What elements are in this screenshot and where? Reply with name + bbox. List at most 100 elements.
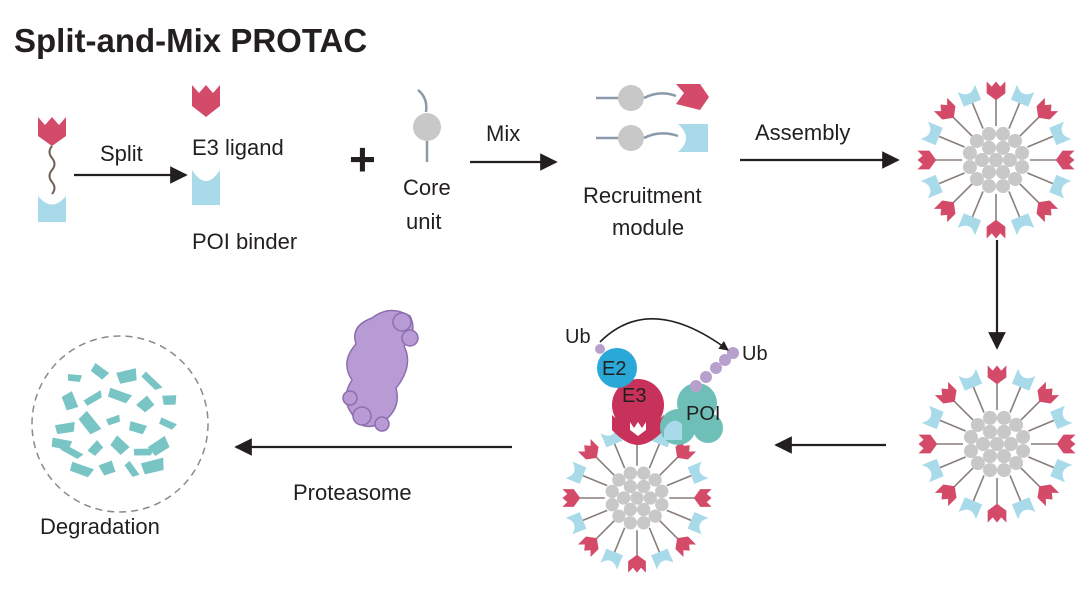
poi-binder-icon — [687, 512, 709, 535]
core-sphere-icon — [643, 491, 657, 505]
core-sphere-icon — [963, 444, 978, 459]
protein-fragment-icon — [124, 460, 140, 477]
linker-icon — [648, 527, 661, 553]
core-sphere-icon — [983, 463, 998, 478]
assembly-label: Assembly — [755, 120, 850, 145]
poi-label: POI — [686, 403, 720, 425]
poi-binder-icon — [678, 124, 708, 152]
ubiquitin-bead-icon — [690, 380, 702, 392]
protein-fragment-icon — [105, 414, 120, 426]
core-sphere-icon — [630, 491, 644, 505]
ub-label-right: Ub — [742, 343, 768, 365]
protein-fragment-icon — [90, 362, 110, 380]
e3-ligand-icon — [192, 85, 220, 117]
poi-binder-icon — [1049, 121, 1072, 146]
linker-icon — [666, 474, 692, 487]
core-sphere-icon — [997, 449, 1011, 464]
protein-fragment-icon — [133, 448, 154, 456]
poi-binder-icon — [957, 213, 982, 236]
core-unit-label-line1: Core — [403, 175, 451, 200]
core-sphere-icon — [623, 502, 637, 517]
core-sphere-icon — [618, 85, 644, 111]
core-sphere-icon — [648, 509, 662, 523]
linker-icon — [659, 455, 680, 476]
mix-label: Mix — [486, 121, 520, 146]
linker-icon — [594, 455, 615, 476]
protein-fragment-icon — [141, 371, 163, 390]
core-sphere-icon — [982, 410, 997, 425]
protein-fragment-icon — [107, 387, 133, 404]
linker-icon — [971, 102, 984, 129]
core-sphere-icon — [1015, 145, 1030, 160]
protein-fragment-icon — [83, 390, 102, 406]
core-sphere-icon — [982, 179, 997, 194]
degradation-label: Degradation — [40, 514, 160, 539]
degradation-boundary-icon — [31, 335, 209, 513]
linker-icon — [1028, 456, 1055, 469]
core-sphere-icon — [612, 473, 626, 487]
core-sphere-icon — [617, 491, 631, 505]
protein-fragment-icon — [128, 421, 148, 435]
core-sphere-icon — [962, 160, 977, 175]
recruitment-label-line2: module — [612, 215, 684, 240]
protein-fragment-icon — [61, 391, 79, 411]
core-sphere-icon — [996, 179, 1011, 194]
poi-binder-icon — [920, 121, 943, 146]
linker-icon — [972, 475, 985, 502]
linker-icon — [659, 520, 680, 541]
linker-icon — [939, 419, 966, 432]
linker-icon — [594, 520, 615, 541]
assembled-nanoparticle — [918, 365, 1076, 523]
core-sphere-icon — [636, 466, 651, 480]
poi-binder-icon — [565, 461, 587, 484]
e3-ligase-icon — [612, 379, 664, 431]
recruitment-label-line1: Recruitment — [583, 183, 702, 208]
e3-ligand-icon — [917, 150, 937, 170]
e3-ligand-icon — [676, 84, 709, 110]
e3-ligand-icon — [1055, 150, 1075, 170]
e3-ligand-icon — [987, 365, 1007, 385]
linker-icon — [951, 115, 973, 137]
core-sphere-icon — [618, 125, 644, 151]
poi-binder-icon — [651, 548, 674, 570]
core-sphere-icon — [648, 473, 662, 487]
degraded-fragments-icon — [51, 362, 177, 478]
core-sphere-icon — [996, 410, 1011, 425]
poi-binder-icon — [921, 458, 944, 483]
e3-ligand-label: E3 ligand — [192, 135, 284, 160]
core-sphere-icon — [975, 153, 989, 167]
core-sphere-icon — [963, 430, 978, 445]
protein-fragment-icon — [78, 410, 102, 435]
poi-binder-icon — [565, 512, 587, 535]
protein-fragment-icon — [69, 461, 95, 478]
poi-binder-icon — [38, 196, 66, 222]
poi-binder-icon — [1050, 405, 1073, 430]
linker-icon — [1009, 475, 1022, 502]
protein-fragment-icon — [162, 395, 177, 405]
linker-icon — [938, 172, 965, 185]
linker-icon — [1019, 183, 1041, 205]
ubiquitin-transfer-arrow-icon — [599, 318, 729, 351]
linker-icon — [952, 399, 974, 421]
linker-icon — [1019, 115, 1041, 137]
poi-binder-icon — [1010, 84, 1035, 107]
linker-icon — [952, 467, 974, 489]
linker-icon — [666, 509, 692, 522]
core-sphere-icon — [981, 126, 996, 141]
core-sphere-icon — [1016, 443, 1031, 458]
e3-ligand-icon — [986, 81, 1006, 101]
protein-fragment-icon — [159, 417, 177, 430]
protein-fragment-icon — [147, 435, 170, 457]
core-sphere-icon — [655, 497, 669, 512]
e3-ligand-icon — [628, 554, 646, 573]
core-sphere-icon — [983, 449, 997, 464]
poi-binder-icon — [687, 461, 709, 484]
linker-icon — [48, 145, 56, 195]
poi-binder-icon — [1049, 174, 1072, 199]
core-sphere-icon — [1015, 159, 1030, 174]
ubiquitin-bead-icon — [719, 354, 731, 366]
poi-binder-icon — [920, 174, 943, 199]
ub-label-left: Ub — [565, 326, 591, 348]
core-sphere-icon — [1004, 437, 1018, 451]
proteasome-label: Proteasome — [293, 480, 412, 505]
